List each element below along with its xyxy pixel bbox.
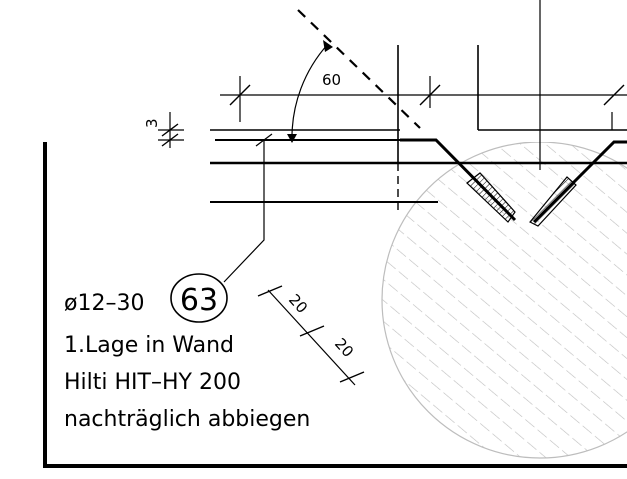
top-dimension <box>220 76 627 122</box>
position-number: 63 <box>180 283 218 318</box>
small-dimension-label: 3 <box>143 118 161 128</box>
leader-line <box>223 140 265 283</box>
spacing-dimension <box>257 285 365 386</box>
wall-lines <box>210 0 627 210</box>
small-dimension <box>158 112 184 148</box>
bent-rebar <box>400 138 627 227</box>
core-hatched-circle <box>381 141 627 459</box>
spacing-label-b: 20 <box>331 335 357 361</box>
angle-label: 60 <box>322 71 341 89</box>
note-line-2: Hilti HIT–HY 200 <box>64 370 241 395</box>
position-bubble <box>170 273 228 323</box>
bar-spec: ø12–30 <box>64 291 144 316</box>
angle-arc <box>291 43 329 141</box>
note-line-3: nachträglich abbiegen <box>64 407 310 432</box>
note-line-1: 1.Lage in Wand <box>64 333 234 358</box>
